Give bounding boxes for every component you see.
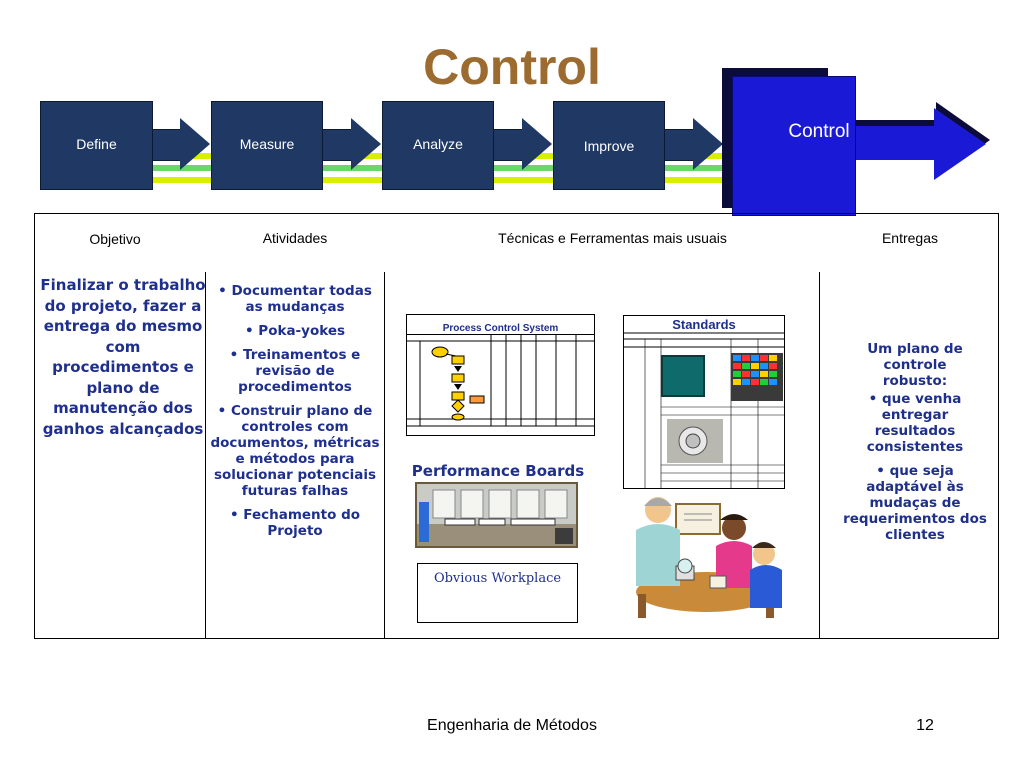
phase-box: Define: [40, 101, 153, 190]
column-divider: [205, 272, 206, 639]
header-techniques: Técnicas e Ferramentas mais usuais: [498, 230, 727, 246]
header-objective: Objetivo: [89, 231, 141, 247]
arrow-right-icon: [522, 118, 552, 170]
standards-document-figure: [623, 315, 785, 489]
footer-text: Engenharia de Métodos: [427, 717, 597, 734]
process-control-system-image: Process Control System: [406, 314, 595, 436]
performance-boards-figure: [415, 482, 578, 548]
phase-control[interactable]: Control: [722, 68, 992, 218]
obvious-workplace-box: Obvious Workplace: [417, 563, 578, 623]
list-item: • que venha entregar resultados consiste…: [866, 391, 964, 455]
obvious-workplace-label: Obvious Workplace: [433, 571, 562, 586]
list-item: • Fechamento do Projeto: [229, 507, 361, 539]
phase-analyze[interactable]: Analyze: [382, 101, 552, 191]
performance-boards-label: Performance Boards: [411, 462, 585, 480]
column-divider: [819, 272, 820, 639]
phase-box-active: [732, 76, 856, 216]
objective-text: Finalizar o trabalho do projeto, fazer a…: [40, 276, 206, 438]
deliverable-text: que seja adaptável às mudaças de requeri…: [843, 463, 987, 543]
process-control-label: Process Control System: [442, 323, 559, 334]
slide-title: Control: [423, 39, 601, 95]
phase-box: Analyze: [382, 101, 494, 190]
phase-box: Improve: [553, 101, 665, 190]
activity-text: Treinamentos e revisão de procedimentos: [238, 347, 361, 395]
arrow-right-icon: [351, 118, 381, 170]
performance-boards-photo: [415, 482, 578, 548]
content-table: [34, 213, 999, 639]
process-control-system-figure: [406, 314, 595, 436]
meeting-illustration: [616, 490, 791, 622]
phase-improve[interactable]: Improve: [553, 101, 723, 191]
activity-text: Fechamento do Projeto: [243, 507, 361, 539]
deliverable-text: que venha entregar resultados consistent…: [866, 391, 964, 455]
arrow-right-icon: [693, 118, 723, 170]
standards-image: Standards: [623, 315, 785, 489]
page-number: 12: [916, 717, 934, 734]
list-item: • que seja adaptável às mudaças de reque…: [843, 463, 987, 543]
deliverables-block: Um plano de controle robusto: • que venh…: [840, 341, 990, 543]
phase-box: Measure: [211, 101, 323, 190]
activity-text: Poka-yokes: [258, 323, 346, 339]
activity-text: Documentar todas as mudanças: [231, 283, 372, 315]
standards-label: Standards: [672, 317, 736, 332]
meeting-clipart-figure: [636, 497, 782, 618]
list-item: • Treinamentos e revisão de procedimento…: [229, 347, 361, 395]
list-item: • Poka-yokes: [244, 323, 346, 339]
phase-box-label: Control: [788, 121, 850, 142]
list-item: • Construir plano de controles com docum…: [210, 403, 380, 499]
phase-define[interactable]: Define: [40, 101, 210, 191]
list-item: • Documentar todas as mudanças: [218, 283, 372, 315]
header-deliverables: Entregas: [881, 230, 939, 246]
deliverables-intro: Um plano de controle robusto:: [867, 341, 963, 389]
activities-list: • Documentar todas as mudanças • Poka-yo…: [210, 283, 380, 547]
activity-text: Construir plano de controles com documen…: [210, 403, 380, 499]
arrow-right-icon: [180, 118, 210, 170]
header-activities: Atividades: [262, 230, 328, 246]
arrow-right-icon: [934, 108, 986, 180]
phase-measure[interactable]: Measure: [211, 101, 381, 191]
column-divider: [384, 272, 385, 639]
